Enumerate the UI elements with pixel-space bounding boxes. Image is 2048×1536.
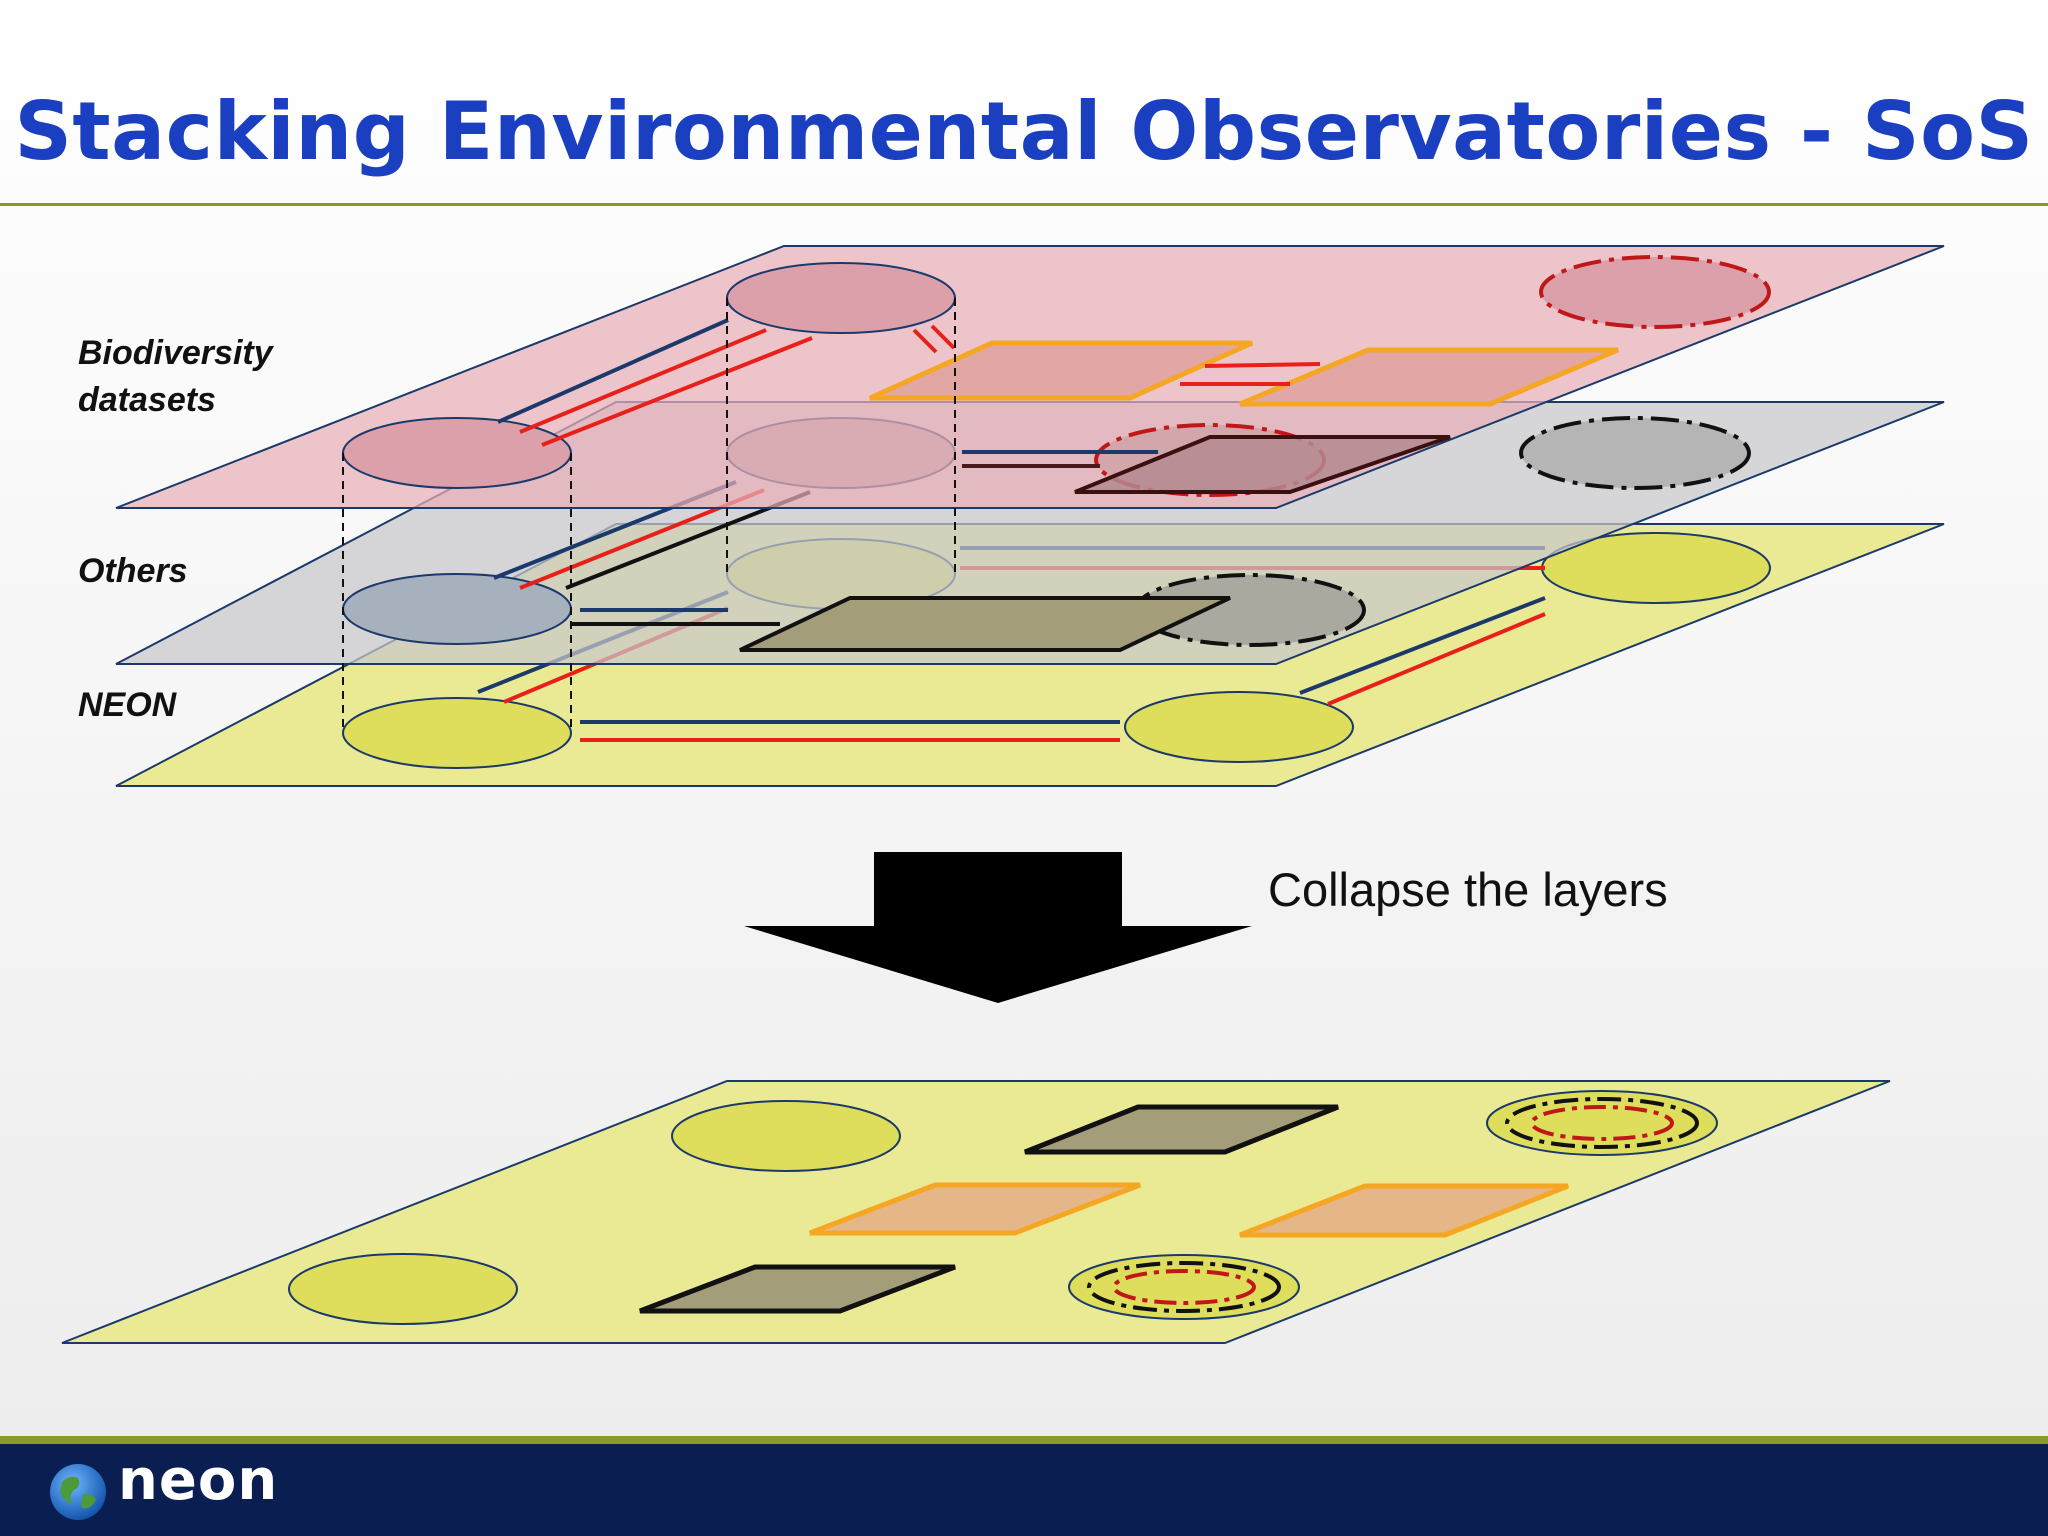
collapsed-square [639, 1264, 956, 1314]
orange-square [1239, 347, 1619, 407]
red-link [1327, 612, 1546, 706]
collapsed-site-ellipse [288, 1253, 518, 1325]
collapsed-orange-square [1239, 1183, 1569, 1238]
orange-square [868, 340, 1254, 401]
arrow-caption: Collapse the layers [1268, 863, 1668, 916]
layer-label-others: Others [78, 552, 188, 590]
slide-title: Stacking Environmental Observatories - S… [14, 85, 2034, 178]
collapsed-layer [61, 1080, 1891, 1344]
title-divider [0, 203, 2048, 206]
red-link [1204, 362, 1321, 368]
collapsed-site-ellipse [671, 1100, 901, 1172]
others-dashed-ellipse [1519, 416, 1751, 490]
vertical-connectors [342, 298, 956, 733]
logo-wordmark: neon [118, 1448, 279, 1513]
collapsed-stacked-ellipses [1068, 1254, 1300, 1320]
layer-label-biodiversity: Biodiversity datasets [78, 334, 273, 419]
red-link [519, 328, 767, 434]
collapsed-stacked-ellipses [1486, 1090, 1718, 1156]
red-link [541, 336, 813, 447]
neon-logo: neon [48, 1448, 288, 1528]
navy-link [1299, 596, 1546, 695]
stacking-diagram [61, 245, 1945, 1344]
biodiversity-dashed-ellipse [1539, 255, 1771, 329]
navy-link [497, 318, 729, 424]
collapse-arrow [744, 852, 1252, 1003]
layer-label-neon: NEON [78, 686, 177, 724]
biodiversity-layer [115, 245, 1945, 509]
others-site-ellipse [342, 573, 572, 645]
collapsed-orange-square [809, 1182, 1141, 1236]
neon-site-ellipse [1124, 691, 1354, 763]
red-link [912, 328, 938, 354]
red-link [930, 324, 956, 350]
biodiversity-site-ellipse [342, 417, 572, 489]
globe-icon [50, 1464, 106, 1520]
biodiversity-square [1074, 435, 1451, 494]
neon-site-ellipse [342, 697, 572, 769]
footer-stripe [0, 1436, 2048, 1444]
others-square [739, 596, 1231, 652]
footer-bar [0, 1444, 2048, 1536]
collapsed-square [1024, 1104, 1339, 1155]
biodiversity-site-ellipse [726, 262, 956, 334]
